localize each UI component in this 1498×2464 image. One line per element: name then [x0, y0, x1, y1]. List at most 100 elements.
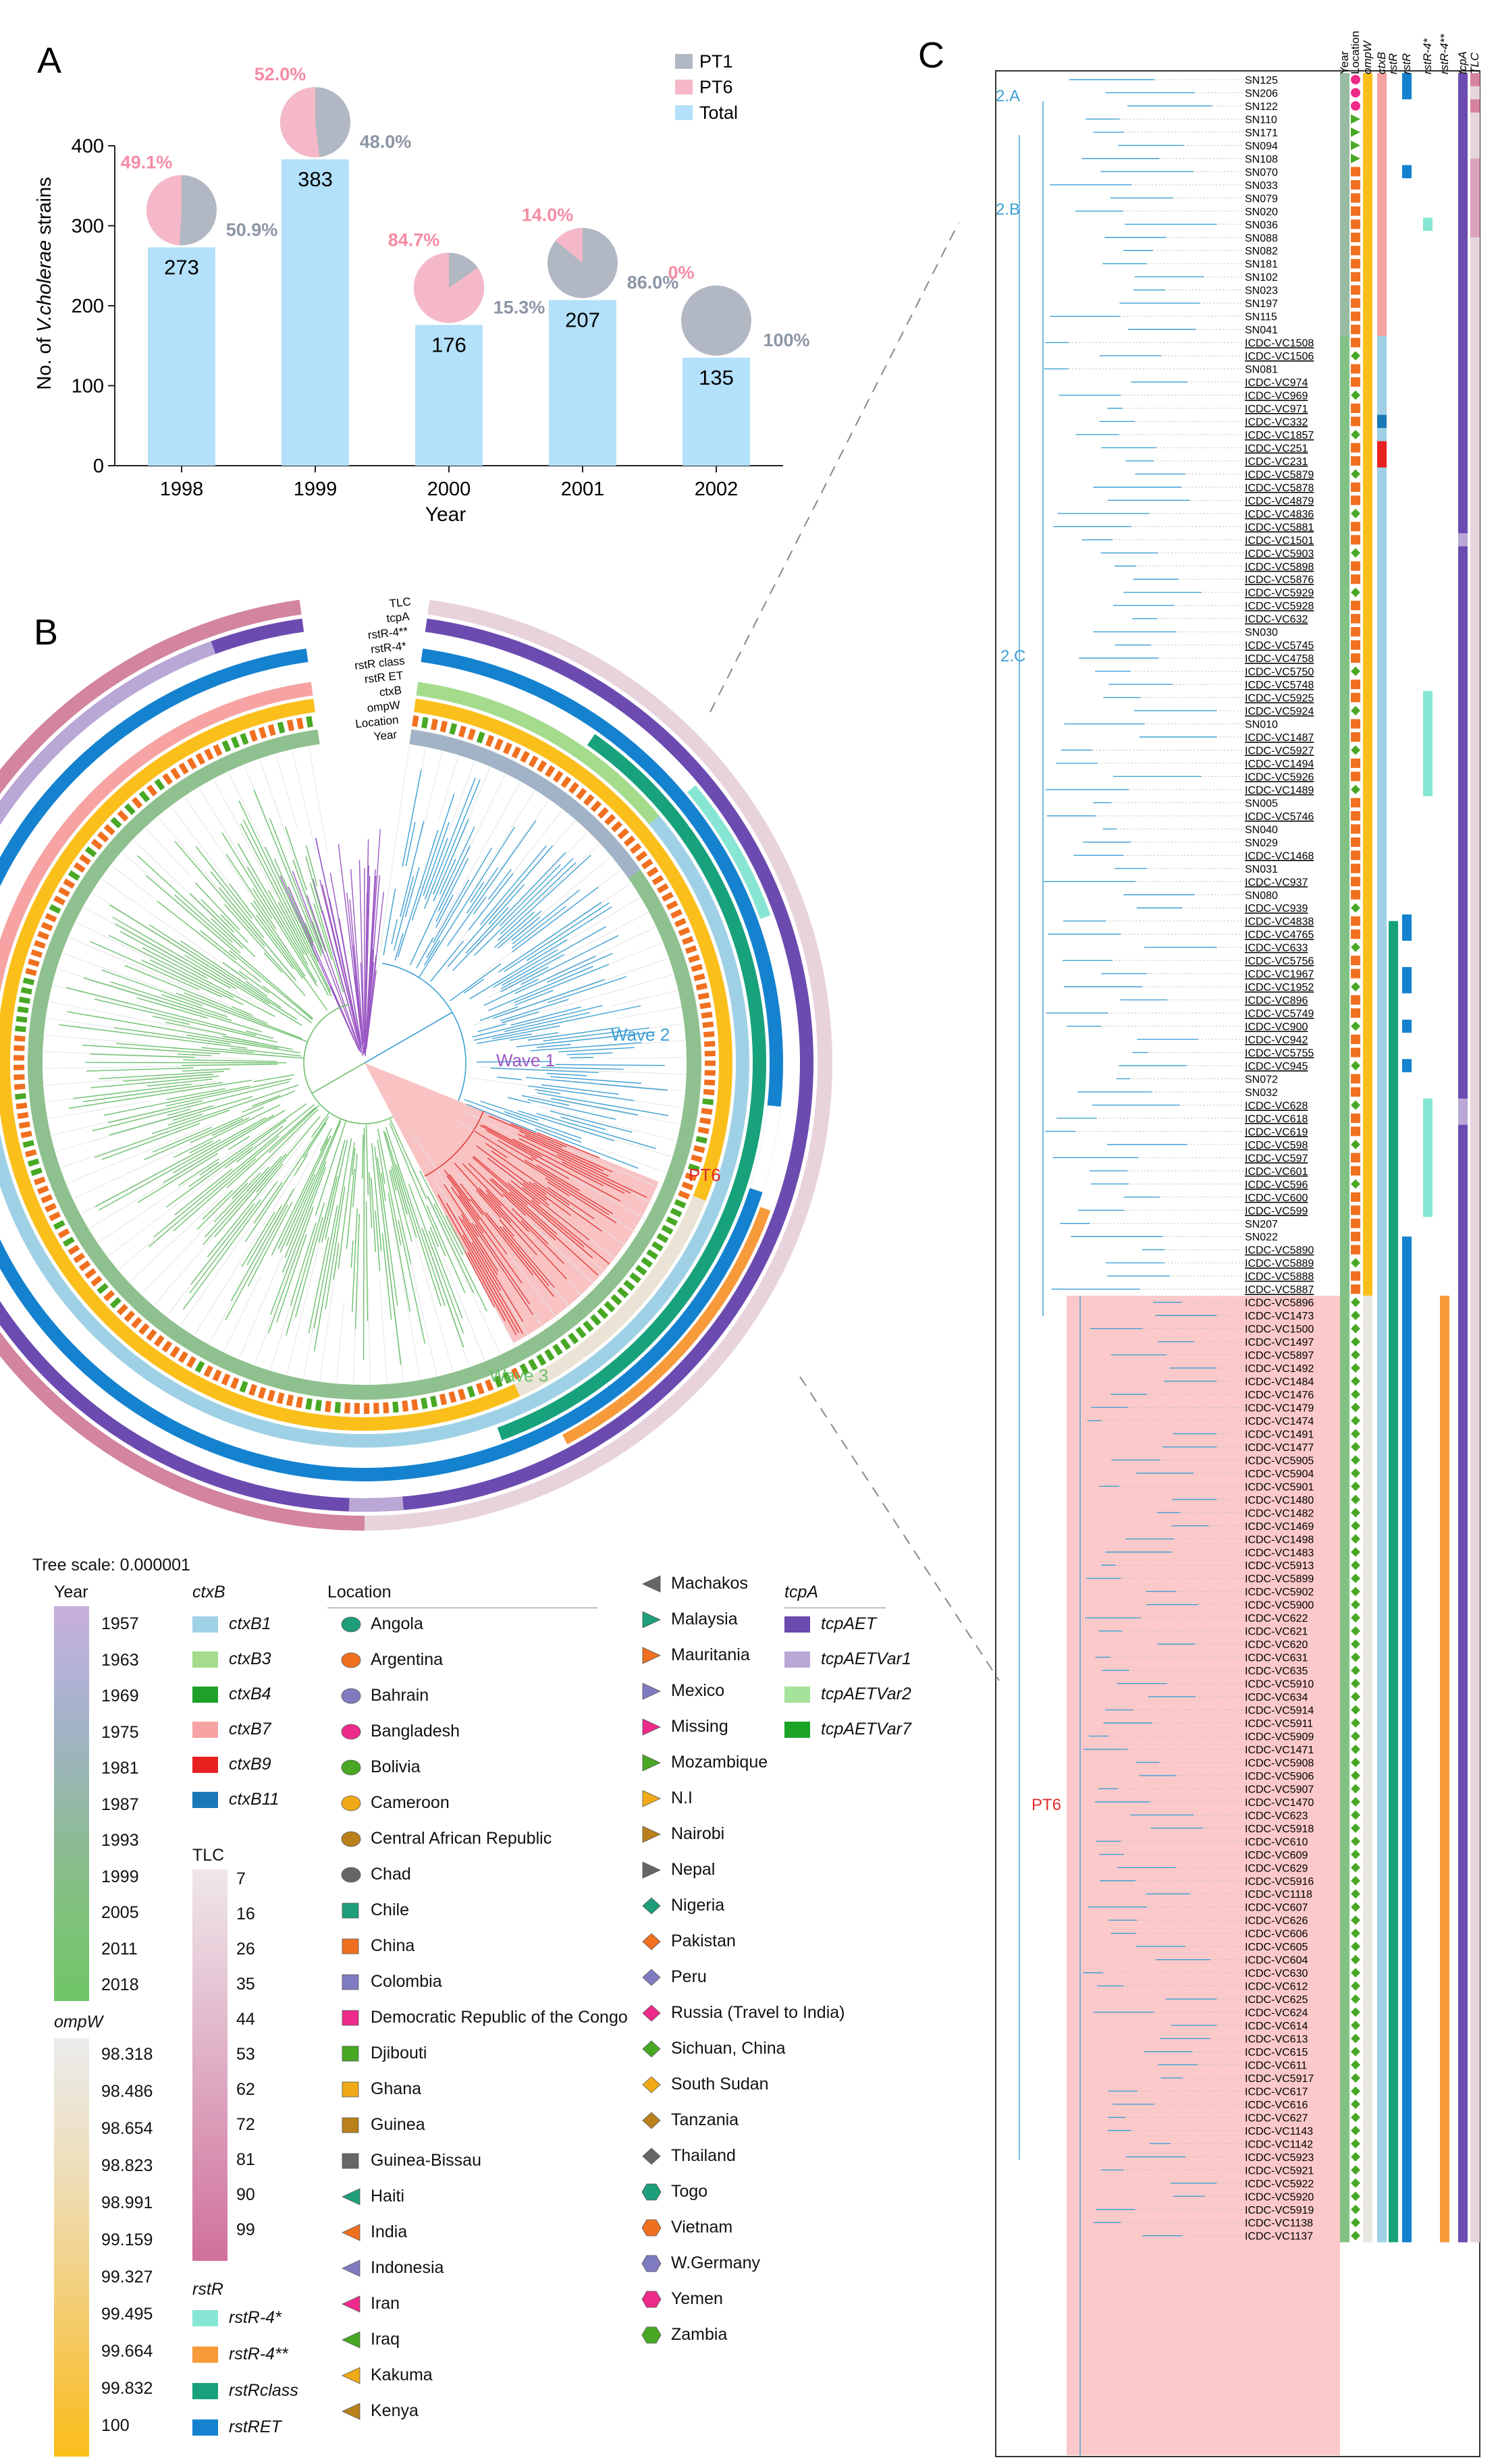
wave3-branch	[383, 1130, 408, 1215]
pie-label-pt1: 86.0%	[627, 273, 679, 293]
location-marker	[1351, 982, 1360, 992]
legend-label: Total	[699, 103, 738, 123]
taxon-label: SN110	[1245, 114, 1277, 126]
location-shape-icon	[641, 2291, 662, 2307]
wave2-branch	[397, 829, 439, 958]
wave3-branch	[203, 1155, 282, 1245]
taxon-label: SN207	[1245, 1219, 1278, 1230]
tip-guide	[376, 745, 410, 977]
ring-location-tick	[230, 1377, 240, 1390]
ring-location-tick	[545, 765, 556, 777]
x-axis-label: Year	[425, 503, 466, 526]
taxon-label: SN122	[1245, 101, 1278, 113]
wave2-branch	[497, 1076, 522, 1080]
location-marker	[1351, 1757, 1360, 1768]
taxon-label: ICDC-VC1492	[1245, 1363, 1314, 1375]
wave1-branch	[366, 952, 375, 1039]
wave2-branch	[514, 964, 610, 1004]
location-marker	[1351, 706, 1360, 716]
wave2-branch	[541, 1066, 624, 1070]
location-legend-item: Mozambique	[641, 1753, 768, 1772]
wave3-branch	[98, 1117, 267, 1211]
tip-guide	[76, 922, 197, 982]
taxon-label: ICDC-VC614	[1245, 2021, 1308, 2032]
panel-a-bar-chart: A No. of V.cholerae strains Year 0100200…	[34, 40, 810, 526]
ring-location-tick	[27, 1158, 40, 1167]
wave3-branch	[109, 1105, 213, 1136]
tip-guide	[457, 1173, 571, 1309]
tlc-legend-label: 90	[236, 2185, 255, 2204]
ring-location-tick	[623, 1280, 635, 1291]
ring-location-tick	[62, 1236, 75, 1247]
column-header: tcpA	[1456, 51, 1469, 74]
location-marker	[1351, 903, 1360, 913]
ring-location-tick	[702, 1098, 714, 1105]
pt6-background	[1067, 1295, 1340, 2455]
wave3-branch	[174, 840, 265, 947]
wave3-branch	[176, 992, 308, 1043]
location-marker	[1351, 404, 1360, 413]
pie-label-pt6: 0%	[668, 263, 694, 283]
location-marker	[1351, 258, 1360, 269]
tip-guide	[49, 1001, 259, 1043]
ring-location-tick	[124, 803, 136, 815]
wave3-branch	[421, 1228, 464, 1348]
pt6-branch	[533, 1182, 603, 1232]
location-marker	[1351, 2218, 1360, 2228]
legend-swatch	[192, 1616, 218, 1633]
wave2-branch	[558, 1047, 635, 1053]
wave3-branch	[305, 845, 318, 886]
ring-location-tick	[97, 831, 109, 843]
ompw-legend-label: 98.318	[101, 2045, 153, 2064]
tip-guide	[47, 1018, 115, 1029]
wave2-branch	[383, 888, 396, 956]
wave2-branch	[535, 1128, 639, 1169]
pt6-branch	[474, 1130, 610, 1215]
wave3-branch	[172, 1095, 253, 1121]
location-marker	[1351, 1153, 1360, 1163]
location-marker	[1351, 824, 1360, 834]
pt6-branch	[460, 1183, 534, 1276]
wave3-branch	[196, 1109, 319, 1230]
taxon-label: SN010	[1245, 719, 1278, 731]
pt6-wedge	[365, 1063, 659, 1343]
wave2-branch	[497, 910, 542, 949]
wave2-branch	[425, 838, 448, 900]
location-marker	[1351, 88, 1360, 98]
wave3-branch	[149, 959, 244, 1006]
location-marker	[1351, 246, 1360, 256]
location-shape-icon	[342, 2330, 360, 2349]
taxon-label: ICDC-VC5888	[1245, 1271, 1314, 1283]
taxon-label: ICDC-VC627	[1245, 2112, 1308, 2124]
wave3-branch	[268, 1105, 320, 1153]
legend-label: Iraq	[371, 2330, 400, 2349]
ring-location-tick	[97, 1282, 109, 1294]
ring-location-tick	[45, 1203, 57, 1213]
pt6-branch	[485, 1212, 554, 1297]
ring-location-tick	[267, 1390, 275, 1402]
wave2-branch	[504, 1111, 582, 1139]
pt6-branch	[529, 1181, 547, 1195]
wave2-branch	[469, 939, 568, 1000]
ring-location-tick	[666, 1216, 678, 1226]
wave3-branch	[108, 935, 234, 998]
pt6-branch	[471, 1242, 502, 1291]
tip-guide	[63, 953, 269, 1029]
wave3-branch	[136, 997, 208, 1019]
taxon-label: ICDC-VC596	[1245, 1179, 1308, 1190]
ring-location-tick	[702, 1021, 714, 1029]
taxon-label: ICDC-VC619	[1245, 1126, 1308, 1138]
taxon-label: ICDC-VC606	[1245, 1929, 1308, 1940]
pt6-branch	[487, 1157, 550, 1206]
taxon-label: ICDC-VC610	[1245, 1836, 1308, 1848]
wave3-branch	[226, 1106, 317, 1188]
taxon-label: SN041	[1245, 325, 1278, 336]
ring-tcpa-var1b	[0, 641, 216, 825]
legend-label: Mozambique	[671, 1753, 768, 1772]
wave3-branch	[389, 1170, 412, 1264]
ring-label: tcpA	[386, 610, 410, 626]
wave2-branch	[493, 911, 535, 948]
ring-location-tick	[315, 1399, 322, 1411]
legend-label: ctxB11	[229, 1790, 279, 1809]
location-legend-item: N.I	[641, 1788, 693, 1808]
